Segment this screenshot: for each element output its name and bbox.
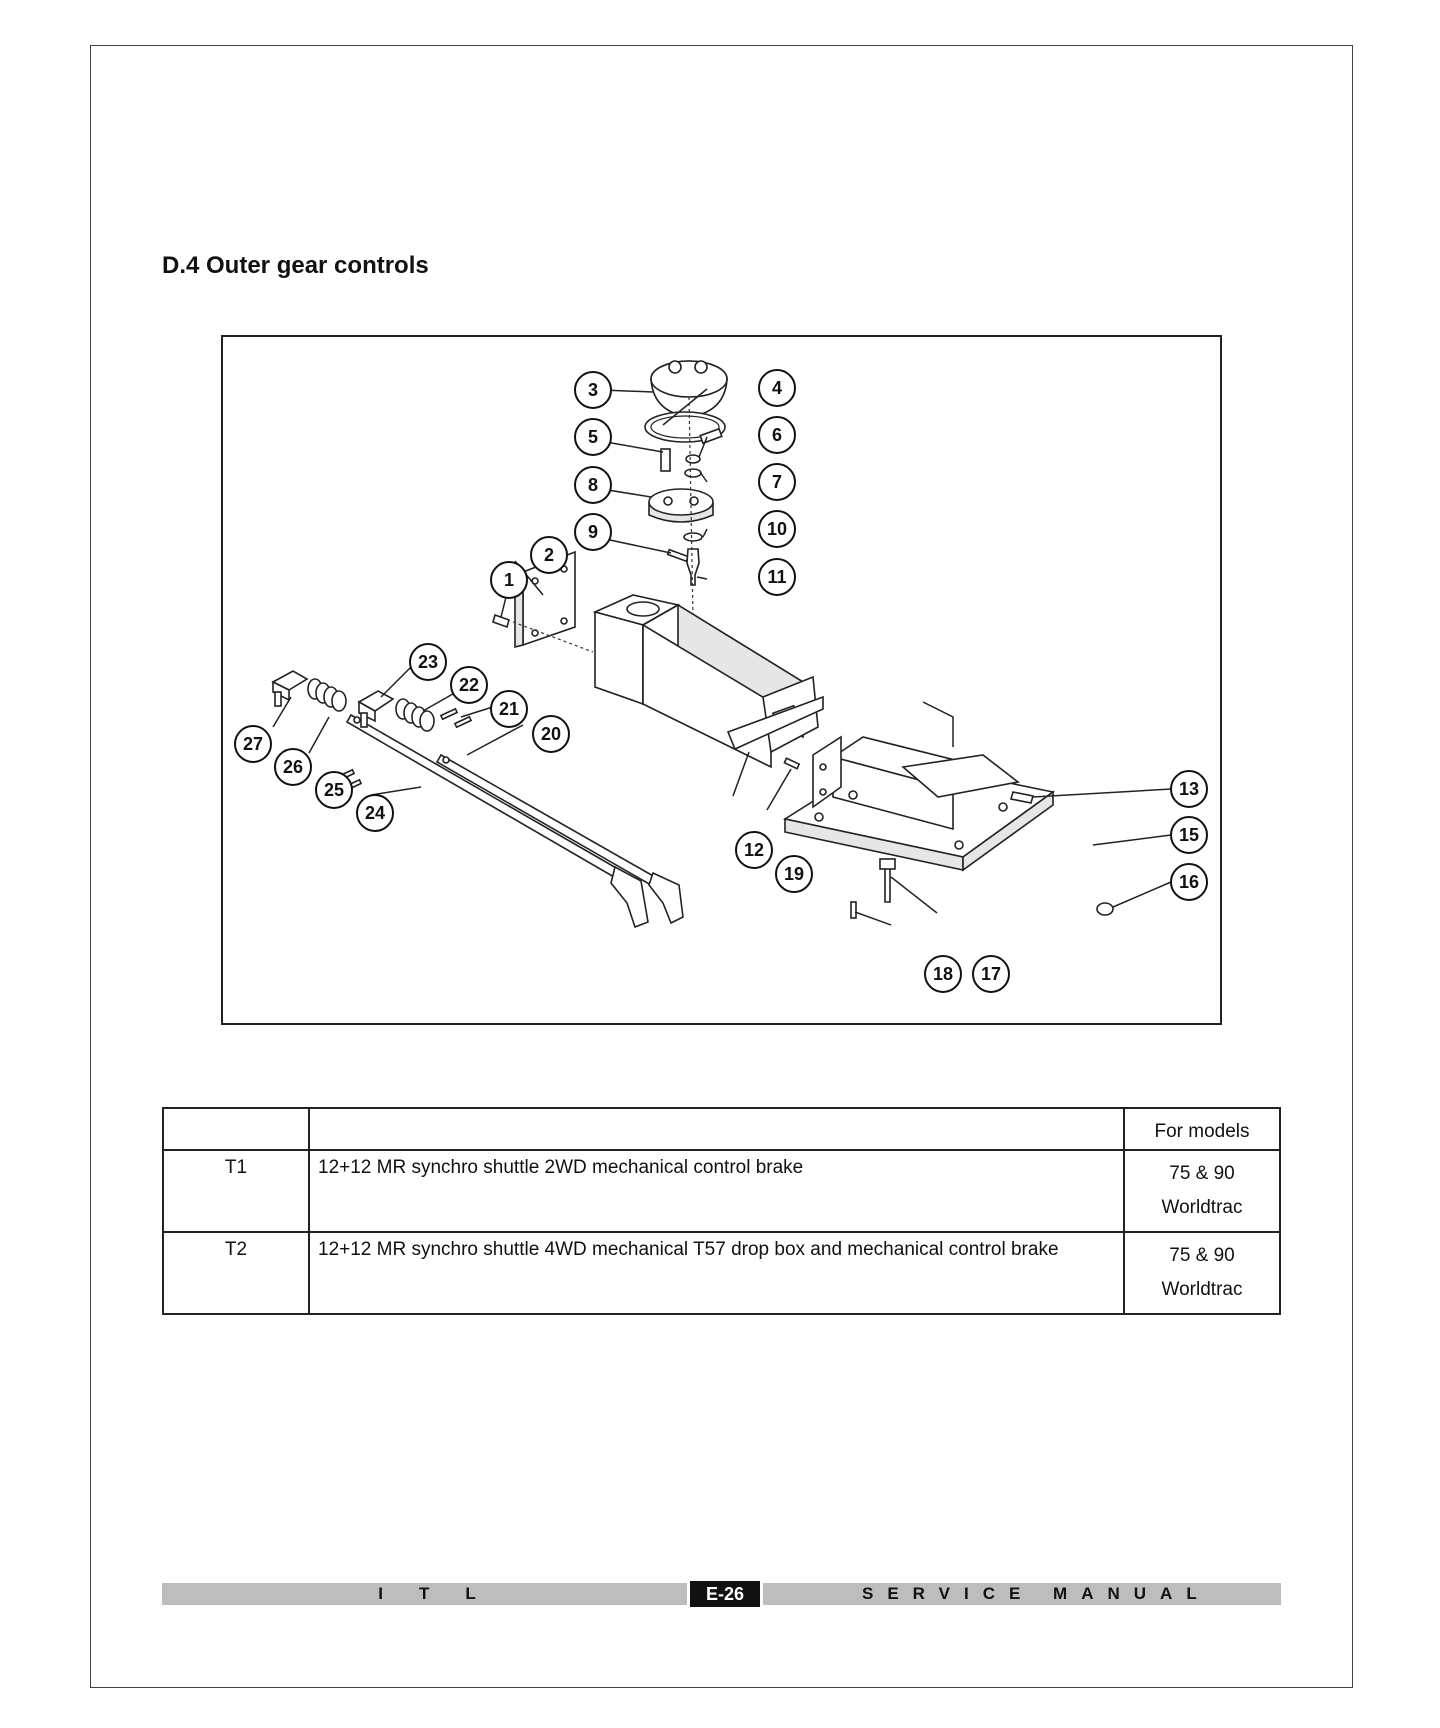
pin: [783, 757, 801, 770]
header-code: [162, 1107, 310, 1151]
row-description: 12+12 MR synchro shuttle 2WD mechanical …: [308, 1149, 1125, 1233]
clamp-ring: [644, 411, 726, 445]
models-line: Worldtrac: [1161, 1197, 1243, 1218]
callout-3: 3: [574, 371, 612, 409]
section-title: D.4 Outer gear controls: [162, 252, 429, 279]
footer-brand: ITL: [378, 1584, 512, 1603]
o-ring: [684, 468, 702, 478]
cover-housing: [782, 735, 1055, 872]
callout-11: 11: [758, 558, 796, 596]
models-line: 75 & 90: [1169, 1245, 1235, 1266]
diagram-drawing: 1 2 3 4 5 6 7 8 9 10 11 12 13 15 16 17 1…: [234, 360, 1208, 993]
springs: [307, 678, 435, 732]
svg-text:9: 9: [588, 522, 598, 542]
callout-19: 19: [775, 855, 813, 893]
svg-text:10: 10: [767, 519, 787, 539]
callout-5: 5: [574, 418, 612, 456]
row-description: 12+12 MR synchro shuttle 4WD mechanical …: [308, 1231, 1125, 1315]
gear-lever-housing: [592, 594, 824, 769]
boot-cap: [650, 360, 728, 418]
svg-text:26: 26: [283, 757, 303, 777]
svg-text:15: 15: [1179, 825, 1199, 845]
callout-15: 15: [1170, 816, 1208, 854]
callout-7: 7: [758, 463, 796, 501]
pin: [666, 548, 690, 563]
header-models: For models: [1123, 1107, 1281, 1151]
screw: [660, 448, 671, 472]
models-table: For models T1 12+12 MR synchro shuttle 2…: [162, 1107, 1281, 1315]
row-code: T1: [162, 1149, 310, 1233]
row-models: 75 & 90 Worldtrac: [1123, 1231, 1281, 1315]
callout-2: 2: [530, 536, 568, 574]
cover-plate: [648, 488, 714, 523]
svg-text:23: 23: [418, 652, 438, 672]
callout-12: 12: [735, 831, 773, 869]
bolt: [1009, 791, 1035, 804]
page-number: E-26: [687, 1581, 763, 1607]
svg-text:12: 12: [744, 840, 764, 860]
svg-text:1: 1: [504, 570, 514, 590]
table-header-row: For models: [162, 1107, 1281, 1151]
selector-rods: [345, 713, 684, 929]
models-line: 75 & 90: [1169, 1163, 1235, 1184]
svg-text:18: 18: [933, 964, 953, 984]
o-ring: [683, 532, 703, 542]
svg-text:3: 3: [588, 380, 598, 400]
callout-1: 1: [490, 561, 528, 599]
svg-text:6: 6: [772, 425, 782, 445]
page-frame: [90, 45, 1353, 1688]
callout-23: 23: [409, 643, 447, 681]
washer: [685, 454, 701, 464]
table-row: T1 12+12 MR synchro shuttle 2WD mechanic…: [162, 1149, 1281, 1233]
callout-17: 17: [972, 955, 1010, 993]
row-code: T2: [162, 1231, 310, 1315]
svg-text:5: 5: [588, 427, 598, 447]
table-row: T2 12+12 MR synchro shuttle 4WD mechanic…: [162, 1231, 1281, 1315]
svg-text:7: 7: [772, 472, 782, 492]
svg-text:21: 21: [499, 699, 519, 719]
callout-26: 26: [274, 748, 312, 786]
callout-9: 9: [574, 513, 612, 551]
callout-13: 13: [1170, 770, 1208, 808]
bolt: [884, 866, 891, 903]
row-models: 75 & 90 Worldtrac: [1123, 1149, 1281, 1233]
svg-text:16: 16: [1179, 872, 1199, 892]
svg-text:2: 2: [544, 545, 554, 565]
callout-20: 20: [532, 715, 570, 753]
callout-27: 27: [234, 725, 272, 763]
svg-text:20: 20: [541, 724, 561, 744]
callout-6: 6: [758, 416, 796, 454]
screw: [492, 613, 510, 629]
models-line: Worldtrac: [1161, 1279, 1243, 1300]
svg-text:17: 17: [981, 964, 1001, 984]
svg-text:27: 27: [243, 734, 263, 754]
callout-24: 24: [356, 794, 394, 832]
footer-title: SERVICE MANUAL: [862, 1584, 1211, 1603]
svg-text:19: 19: [784, 864, 804, 884]
svg-text:25: 25: [324, 780, 344, 800]
svg-text:11: 11: [767, 567, 786, 587]
nut: [1096, 902, 1114, 916]
svg-text:13: 13: [1179, 779, 1199, 799]
exploded-diagram: 1 2 3 4 5 6 7 8 9 10 11 12 13 15 16 17 1…: [221, 335, 1222, 1025]
callout-8: 8: [574, 466, 612, 504]
callout-10: 10: [758, 510, 796, 548]
svg-text:8: 8: [588, 475, 598, 495]
svg-text:4: 4: [772, 378, 782, 398]
lever-pin: [686, 548, 700, 586]
header-description: [308, 1107, 1125, 1151]
callout-21: 21: [490, 690, 528, 728]
callout-16: 16: [1170, 863, 1208, 901]
callout-22: 22: [450, 666, 488, 704]
svg-text:24: 24: [365, 803, 385, 823]
callout-4: 4: [758, 369, 796, 407]
callout-18: 18: [924, 955, 962, 993]
pin: [850, 901, 857, 919]
callout-25: 25: [315, 771, 353, 809]
svg-text:22: 22: [459, 675, 479, 695]
